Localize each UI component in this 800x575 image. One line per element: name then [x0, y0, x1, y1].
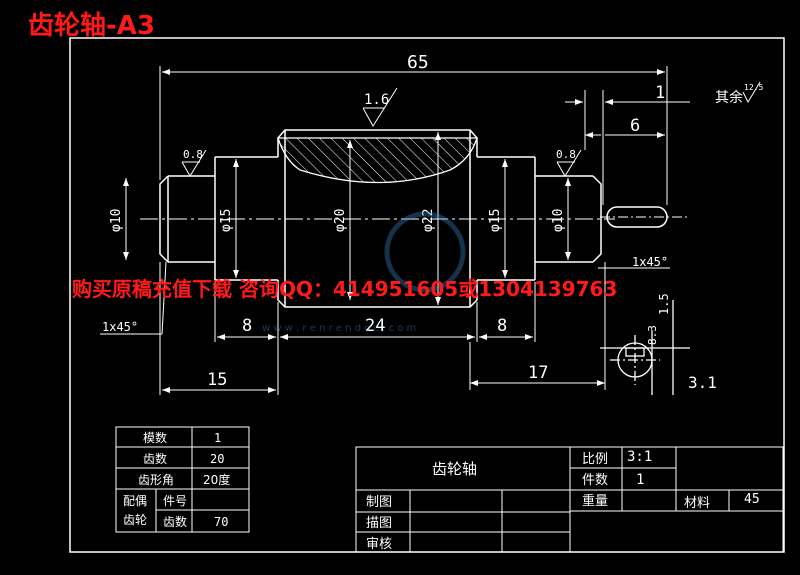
mate-label-1: 配偶: [123, 494, 147, 508]
gear-row-value-2: 20度: [203, 472, 230, 487]
roughness-symbol-left: [181, 149, 207, 177]
dim-key-1-5: 1.5: [657, 293, 671, 315]
material-label: 材料: [684, 496, 710, 511]
gear-row-value-0: 1: [214, 431, 221, 445]
material-value: 45: [744, 492, 760, 507]
scale-value: 3:1: [627, 449, 652, 465]
checked-label: 审核: [366, 537, 392, 552]
dim-key-3-1: 3.1: [688, 373, 717, 392]
section-view: [600, 300, 690, 395]
roughness-0-8-left-label: 0.8: [183, 148, 203, 161]
dim-phi20: φ20: [333, 209, 348, 232]
gear-row-value-1: 20: [210, 452, 224, 466]
gear-row-label-0: 模数: [143, 430, 167, 445]
part-name: 齿轮轴: [432, 460, 477, 478]
weight-label: 重量: [582, 493, 608, 509]
gear-param-table: [115, 426, 250, 533]
watermark-logo: [384, 211, 466, 293]
gear-row-label-1: 齿数: [143, 451, 167, 466]
qty-value: 1: [636, 472, 644, 488]
drawn-label: 制图: [366, 495, 392, 510]
dim-phi15-right: φ15: [488, 209, 503, 232]
rest-roughness-value: 12.5: [744, 83, 763, 92]
teeth-label: 齿数: [163, 514, 187, 529]
dim-key-6: 6: [630, 116, 640, 136]
scale-label: 比例: [582, 452, 608, 467]
dim-phi10-right: φ10: [551, 209, 566, 232]
section-hatch: [277, 137, 478, 184]
roughness-0-8-right-label: 0.8: [556, 148, 576, 161]
dim-phi22: φ22: [421, 209, 436, 232]
watermark-text: 购买原稿充值下载 咨询QQ：414951605或1304139763: [72, 277, 617, 301]
dim-phi15-left: φ15: [219, 209, 234, 232]
chamfer-left-label: 1x45°: [102, 320, 138, 334]
watermark-site: w w w . r e n r e n d o c . c o m: [262, 323, 416, 334]
dim-15: 15: [207, 370, 227, 390]
dim-65-label: 65: [407, 52, 429, 73]
shaft-outline: [159, 129, 602, 308]
qty-label: 件数: [582, 473, 608, 488]
mate-label-2: 齿轮: [123, 513, 147, 527]
teeth-value: 70: [214, 515, 228, 529]
roughness-symbol-top: [362, 87, 398, 127]
dim-8-left: 8: [242, 316, 252, 336]
roughness-1-6-label: 1.6: [364, 92, 389, 108]
dim-key-8-3: 8.3: [646, 325, 659, 345]
title-block: [355, 446, 784, 553]
traced-label: 描图: [366, 516, 392, 531]
gear-row-label-2: 齿形角: [138, 473, 174, 487]
part-no-label: 件号: [163, 494, 187, 508]
dim-phi10-left: φ10: [109, 209, 124, 232]
rest-roughness-label: 其余: [715, 89, 743, 106]
roughness-symbol-right: [556, 149, 582, 177]
dim-8-right: 8: [497, 316, 507, 336]
dim-key-1: 1: [655, 83, 665, 103]
dim-24: 24: [365, 316, 385, 336]
dim-17: 17: [528, 363, 548, 383]
chamfer-right-label: 1x45°: [632, 255, 668, 269]
sheet-title: 齿轮轴-A3: [28, 11, 155, 41]
